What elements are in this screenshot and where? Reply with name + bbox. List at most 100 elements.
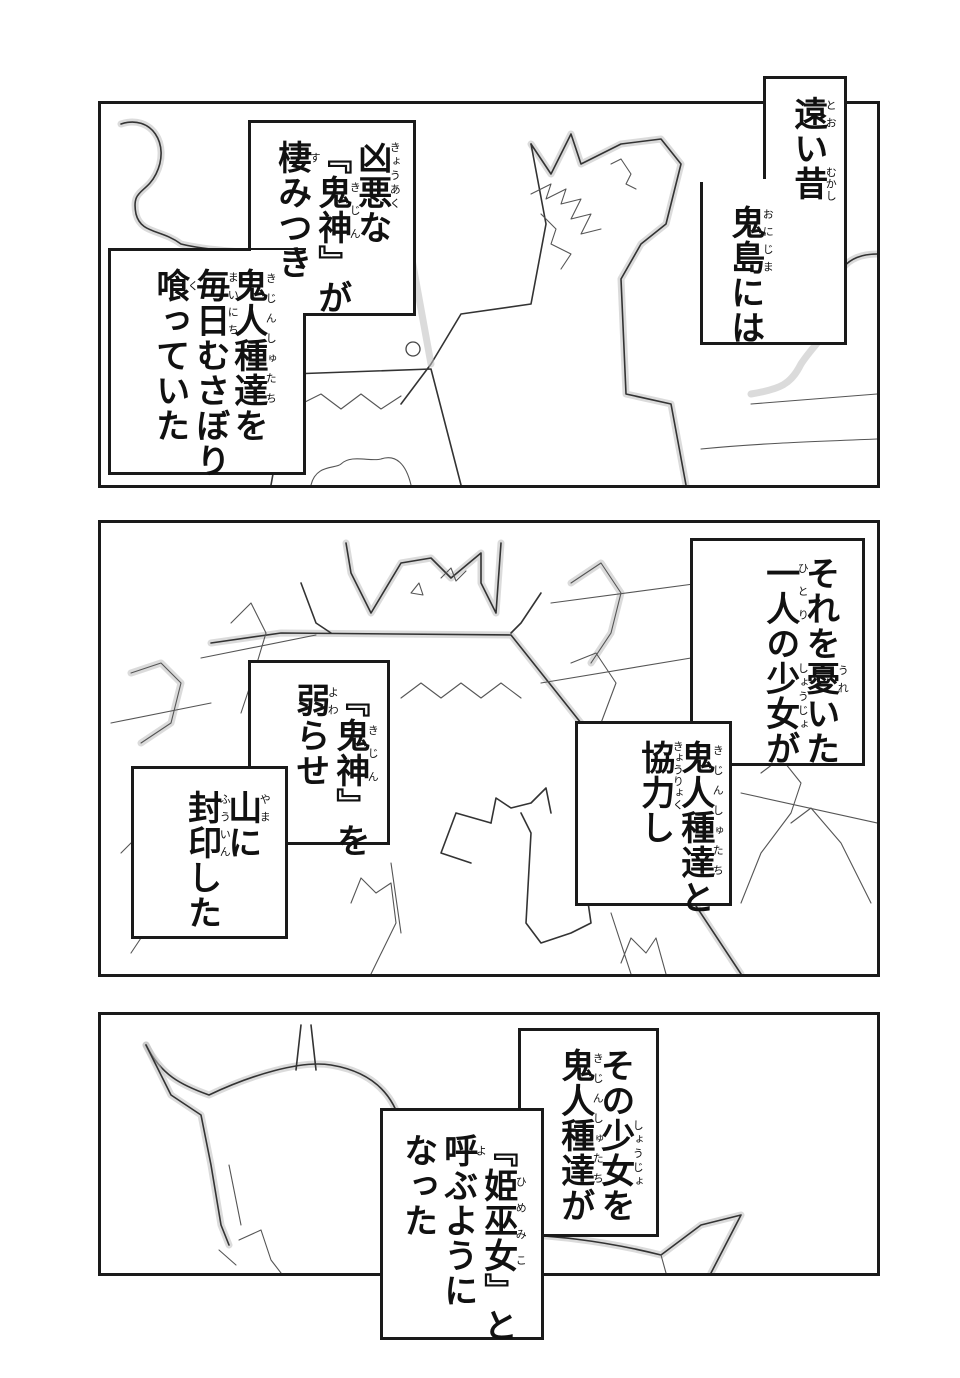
text-run: し — [634, 810, 675, 845]
text-run: 』と — [477, 1273, 518, 1343]
ruby-text: 弱よわ — [289, 683, 340, 718]
text-run: それを — [799, 556, 840, 661]
ruby-text: 憂うれ — [799, 661, 850, 696]
ruby-text: 鬼神きじん — [312, 175, 362, 245]
ruby-text: 遠とお — [788, 96, 838, 131]
caption-line: 毎日まいにちむさぼり — [183, 268, 240, 478]
ruby-text: 協力きょうりょく — [634, 740, 685, 810]
text-run: その — [594, 1048, 635, 1118]
caption-box-1a-top — [763, 76, 847, 188]
furigana: よわ — [326, 683, 340, 718]
furigana: おにじま — [761, 205, 775, 275]
ruby-text: 棲す — [271, 140, 322, 175]
ruby-text: 少女しょうじょ — [759, 661, 810, 731]
caption-box-2a-joint — [693, 724, 729, 763]
ruby-base: 鬼神 — [329, 718, 370, 788]
ruby-text: 鬼人種達きじんしゅたち — [228, 268, 278, 408]
caption-line: それを憂うれいた — [793, 556, 850, 766]
ruby-base: 封印 — [181, 790, 222, 860]
furigana: きじんしゅたち — [264, 268, 278, 408]
ruby-base: 少女 — [594, 1118, 635, 1188]
furigana: きじんしゅたち — [591, 1048, 605, 1188]
text-run: が — [759, 731, 800, 766]
text-run: 』が — [311, 245, 352, 315]
caption-box-2b-joint — [251, 769, 285, 842]
ruby-base: 少女 — [759, 661, 800, 731]
ruby-text: 毎日まいにち — [189, 268, 240, 338]
text-run: な — [351, 210, 392, 245]
text-run: い — [787, 131, 828, 166]
furigana: むかし — [824, 166, 838, 201]
text-run: らせ — [289, 718, 330, 788]
ruby-text: 姫巫女ひめみこ — [477, 1168, 528, 1273]
text-run: いた — [799, 696, 840, 766]
furigana: よ — [474, 1133, 488, 1168]
caption-line: 封印ふういんした — [175, 790, 232, 930]
ruby-text: 凶悪きょうあく — [351, 140, 402, 210]
ruby-base: 協力 — [634, 740, 675, 810]
text-run: を — [594, 1188, 635, 1223]
caption-line: 凶悪きょうあくな — [345, 140, 402, 245]
ruby-base: 棲 — [271, 140, 312, 175]
furigana: きじんしゅたち — [711, 740, 725, 880]
text-run: 』を — [329, 788, 370, 858]
ruby-text: 鬼人種達きじんしゅたち — [555, 1048, 605, 1188]
ruby-text: 鬼人種達きじんしゅたち — [674, 740, 725, 880]
caption-box-3a-joint — [521, 1111, 541, 1234]
ruby-base: 憂 — [799, 661, 840, 696]
caption-line: 『姫巫女ひめみこ』と — [471, 1133, 528, 1343]
caption-line: 山やまに — [215, 790, 272, 860]
caption-line: 『鬼神きじん』が — [305, 140, 362, 315]
ruby-base: 凶悪 — [351, 140, 392, 210]
furigana: きじん — [348, 175, 362, 245]
ruby-base: 姫巫女 — [477, 1168, 518, 1273]
caption-box-1b-joint2 — [111, 251, 301, 311]
caption-line: 鬼人種達きじんしゅたちを — [221, 268, 278, 443]
furigana: ひとり — [796, 556, 810, 626]
ruby-text: 少女しょうじょ — [594, 1118, 645, 1188]
ruby-base: 呼 — [437, 1133, 478, 1168]
ruby-text: 喰く — [149, 268, 200, 303]
ruby-text: 鬼神きじん — [329, 718, 380, 788]
caption-box-1a-bottom — [700, 182, 847, 345]
furigana: うれ — [836, 661, 850, 696]
caption-line: 鬼島おにじまには — [718, 205, 775, 345]
ruby-base: 鬼人種達 — [674, 740, 715, 880]
caption-line: 棲すみつき — [265, 140, 322, 280]
furigana: しょうじょ — [796, 661, 810, 731]
ruby-text: 昔むかし — [787, 166, 838, 201]
furigana: ひめみこ — [514, 1168, 528, 1273]
text-run: が — [554, 1188, 595, 1223]
caption-line: 『鬼神きじん』を — [323, 683, 380, 858]
ruby-base: 昔 — [787, 166, 828, 201]
furigana: きじん — [366, 718, 380, 788]
ruby-base: 喰 — [149, 268, 190, 303]
furigana: しょうじょ — [631, 1118, 645, 1188]
ruby-text: 山やま — [221, 790, 272, 825]
caption-line: 弱よわらせ — [283, 683, 340, 788]
ruby-text: 一人ひとり — [759, 556, 810, 626]
ruby-base: 山 — [221, 790, 262, 825]
text-run: には — [724, 275, 765, 345]
caption-line: 呼よぶように — [431, 1133, 488, 1308]
caption-line: 喰くっていた — [143, 268, 200, 443]
ruby-text: 鬼島おにじま — [724, 205, 775, 275]
text-run: に — [221, 825, 262, 860]
caption-line: 鬼人種達きじんしゅたちと — [668, 740, 725, 915]
text-run: を — [227, 408, 268, 443]
ruby-base: 一人 — [759, 556, 800, 626]
caption-box-1a-joint — [763, 179, 844, 189]
caption-line: 協力きょうりょくし — [628, 740, 685, 845]
caption-line: その少女しょうじょを — [588, 1048, 645, 1223]
ruby-base: 毎日 — [189, 268, 230, 338]
text-run: した — [181, 860, 222, 930]
furigana: まいにち — [226, 268, 240, 338]
text-run: 『 — [329, 683, 370, 718]
text-run: 『 — [477, 1133, 518, 1168]
caption-line: なった — [391, 1133, 444, 1238]
text-run: みつき — [271, 175, 312, 280]
ruby-base: 鬼島 — [724, 205, 765, 275]
furigana: とお — [824, 96, 838, 131]
caption-line: 鬼人種達きじんしゅたちが — [548, 1048, 605, 1223]
ruby-base: 弱 — [289, 683, 330, 718]
